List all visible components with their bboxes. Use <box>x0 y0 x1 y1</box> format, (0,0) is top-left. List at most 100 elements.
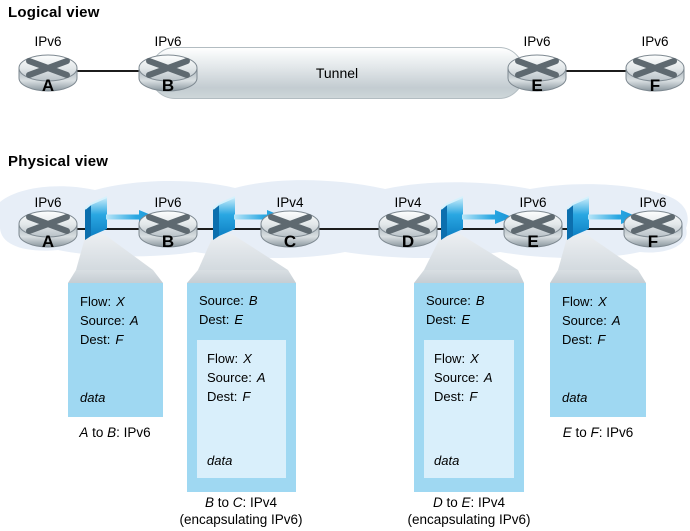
field-label: Source: <box>426 293 471 308</box>
ipv6-header-fields: Flow: X Source: A Dest: F <box>550 283 646 349</box>
field-value: E <box>461 312 471 327</box>
router-icon-physical-c: C <box>258 206 322 252</box>
field-label: Dest: <box>426 312 457 327</box>
packet-caption-d-to-e: D to E: IPv4 (encapsulating IPv6) <box>399 494 539 528</box>
packet-icon <box>212 196 236 240</box>
ipv6-header-fields: Flow: X Source: A Dest: F <box>197 340 286 406</box>
field-label: Dest: <box>562 332 593 347</box>
field-label: Flow: <box>434 351 466 366</box>
packet-box-roof-2 <box>187 270 296 283</box>
field-label: Source: <box>562 313 607 328</box>
data-label: data <box>80 390 106 405</box>
router-icon-physical-e: E <box>501 206 565 252</box>
packet-icon <box>440 196 464 240</box>
router-letter: E <box>531 76 542 95</box>
router-icon-logical-e: E <box>505 50 569 96</box>
data-label: data <box>562 390 588 405</box>
field-value: F <box>597 332 606 347</box>
router-icon-physical-b: B <box>136 206 200 252</box>
ipv4-header-fields: Source: B Dest: E <box>414 283 524 329</box>
projection-cone-2 <box>198 234 288 270</box>
link-physical-path <box>48 228 653 230</box>
field-value: F <box>242 389 251 404</box>
field-value: F <box>469 389 478 404</box>
caption-note: (encapsulating IPv6) <box>179 512 303 527</box>
router-icon-physical-f: F <box>621 206 685 252</box>
protocol-label-physical-d: IPv4 <box>394 195 422 210</box>
protocol-label-logical-e: IPv6 <box>523 34 551 49</box>
field-label: Flow: <box>562 294 594 309</box>
field-label: Dest: <box>199 312 230 327</box>
packet-box-e-to-f: Flow: X Source: A Dest: F data <box>550 283 646 417</box>
router-letter: C <box>284 232 296 251</box>
field-value: A <box>483 370 493 385</box>
ipv6-header-fields: Flow: X Source: A Dest: F <box>68 283 163 349</box>
tunnel-label: Tunnel <box>315 65 359 81</box>
field-value: E <box>234 312 244 327</box>
packet-icon <box>84 196 108 240</box>
projection-cone-4 <box>558 234 638 270</box>
protocol-label-physical-a: IPv6 <box>34 195 62 210</box>
packet-caption-a-to-b: A to B: IPv6 <box>79 425 151 440</box>
field-value: B <box>248 293 258 308</box>
field-value: X <box>598 294 607 309</box>
field-value: A <box>611 313 621 328</box>
router-icon-logical-b: B <box>136 50 200 96</box>
router-letter: F <box>648 232 658 251</box>
field-label: Source: <box>434 370 479 385</box>
field-value: X <box>243 351 252 366</box>
field-label: Source: <box>199 293 244 308</box>
field-value: F <box>115 332 124 347</box>
field-value: A <box>129 313 139 328</box>
ipv4-header-fields: Source: B Dest: E <box>187 283 296 329</box>
router-icon-physical-a: A <box>16 206 80 252</box>
router-letter: D <box>402 232 414 251</box>
logical-view-title: Logical view <box>8 4 100 21</box>
protocol-label-logical-f: IPv6 <box>641 34 669 49</box>
data-label: data <box>207 453 233 468</box>
projection-cone-1 <box>76 234 153 270</box>
field-value: B <box>475 293 485 308</box>
field-label: Dest: <box>434 389 465 404</box>
field-label: Dest: <box>207 389 238 404</box>
encapsulated-ipv6-datagram: Flow: X Source: A Dest: F data <box>424 340 514 478</box>
encapsulated-ipv6-datagram: Flow: X Source: A Dest: F data <box>197 340 286 478</box>
packet-caption-e-to-f: E to F: IPv6 <box>562 425 634 440</box>
router-letter: F <box>650 76 660 95</box>
router-letter: B <box>162 76 174 95</box>
field-label: Dest: <box>80 332 111 347</box>
field-label: Flow: <box>80 294 112 309</box>
ipv6-header-fields: Flow: X Source: A Dest: F <box>424 340 514 406</box>
field-value: A <box>256 370 266 385</box>
packet-box-roof-1 <box>68 270 163 283</box>
router-icon-logical-f: F <box>623 50 687 96</box>
protocol-label-physical-f: IPv6 <box>639 195 667 210</box>
router-letter: E <box>527 232 538 251</box>
packet-box-roof-4 <box>550 270 646 283</box>
router-letter: A <box>42 232 54 251</box>
packet-box-a-to-b: Flow: X Source: A Dest: F data <box>68 283 163 417</box>
field-value: X <box>470 351 479 366</box>
field-label: Source: <box>207 370 252 385</box>
protocol-label-logical-b: IPv6 <box>154 34 182 49</box>
router-letter: A <box>42 76 54 95</box>
packet-box-roof-3 <box>414 270 524 283</box>
packet-caption-b-to-c: B to C: IPv4 (encapsulating IPv6) <box>171 494 311 528</box>
physical-view-title: Physical view <box>8 153 109 170</box>
protocol-label-logical-a: IPv6 <box>34 34 62 49</box>
link-e-f-logical <box>537 70 655 72</box>
field-label: Flow: <box>207 351 239 366</box>
link-a-b-logical <box>48 70 168 72</box>
packet-box-d-to-e: Source: B Dest: E Flow: X Source: A Dest: F d… <box>414 283 524 492</box>
data-label: data <box>434 453 460 468</box>
router-icon-physical-d: D <box>376 206 440 252</box>
router-icon-logical-a: A <box>16 50 80 96</box>
caption-note: (encapsulating IPv6) <box>407 512 531 527</box>
field-value: X <box>116 294 125 309</box>
field-label: Source: <box>80 313 125 328</box>
protocol-label-physical-e: IPv6 <box>519 195 547 210</box>
router-letter: B <box>162 232 174 251</box>
projection-cone-3 <box>424 234 518 270</box>
packet-icon <box>566 196 590 240</box>
